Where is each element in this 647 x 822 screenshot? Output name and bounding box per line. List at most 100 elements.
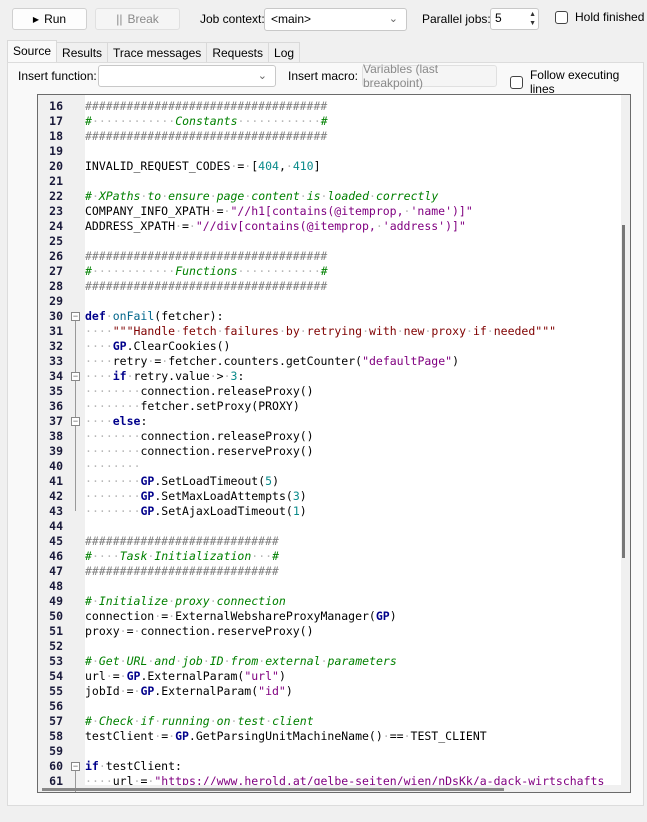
tab-source[interactable]: Source <box>7 40 58 62</box>
code-line[interactable]: connection = ExternalWebshareProxyManage… <box>85 609 397 624</box>
code-line[interactable] <box>85 459 141 474</box>
chevron-down-icon: ⌄ <box>388 13 398 25</box>
code-line[interactable]: ################################### <box>85 99 327 114</box>
code-token: ################################### <box>85 279 328 293</box>
line-number: 34 <box>49 369 63 383</box>
code-token: ADDRESS_XPATH = <box>85 219 196 233</box>
code-line[interactable]: fetcher.setProxy(PROXY) <box>85 399 300 414</box>
code-token: .GetParsingUnitMachineName() == TEST_CLI… <box>189 729 487 743</box>
code-line[interactable]: else: <box>85 414 148 429</box>
run-label: Run <box>44 12 67 26</box>
tab-log[interactable]: Log <box>268 42 301 62</box>
horizontal-scrollbar[interactable] <box>42 788 504 791</box>
break-button[interactable]: ||Break <box>95 8 180 30</box>
line-number: 36 <box>49 399 63 413</box>
fold-collapse-icon[interactable]: − <box>71 371 80 381</box>
fold-guide <box>75 321 76 511</box>
code-line[interactable]: if testClient: <box>85 759 182 774</box>
chevron-down-icon: ⌄ <box>257 70 267 82</box>
variables-macro-button[interactable]: Variables (last breakpoint) <box>362 62 497 90</box>
code-token: # Get URL and job ID from external param… <box>85 654 397 668</box>
code-token: ############################ <box>85 534 279 548</box>
line-number: 51 <box>49 624 63 638</box>
code-line[interactable]: jobId = GP.ExternalParam("id") <box>85 684 293 699</box>
code-token: if <box>85 759 99 773</box>
line-number: 19 <box>49 144 63 158</box>
code-line[interactable]: if retry.value > 3: <box>85 369 245 384</box>
code-token: fetcher.setProxy(PROXY) <box>85 399 300 413</box>
code-line[interactable]: COMPANY_INFO_XPATH = "//h1[contains(@ite… <box>85 204 473 219</box>
line-number: 42 <box>49 489 63 503</box>
code-line[interactable]: connection.releaseProxy() <box>85 429 314 444</box>
code-line[interactable]: connection.reserveProxy() <box>85 444 314 459</box>
code-line[interactable]: url = "https://www.herold.at/gelbe-seite… <box>85 774 605 785</box>
code-line[interactable]: # Constants # <box>85 114 328 129</box>
fold-collapse-icon[interactable]: − <box>71 416 80 426</box>
checkbox-box[interactable] <box>555 10 568 24</box>
code-line[interactable]: url = GP.ExternalParam("url") <box>85 669 286 684</box>
line-number: 54 <box>49 669 63 683</box>
code-line[interactable]: INVALID_REQUEST_CODES = [404, 410] <box>85 159 321 174</box>
line-number: 24 <box>49 219 63 233</box>
code-token: INVALID_REQUEST_CODES = [ <box>85 159 258 173</box>
code-token: 3 <box>230 369 238 383</box>
line-number: 52 <box>49 639 63 653</box>
line-number: 29 <box>49 294 63 308</box>
code-line[interactable]: ############################ <box>85 564 279 579</box>
code-line[interactable]: connection.releaseProxy() <box>85 384 314 399</box>
fold-collapse-icon[interactable]: − <box>71 311 80 321</box>
code-token: 404 <box>258 159 279 173</box>
line-number: 37 <box>49 414 63 428</box>
checkbox-box[interactable] <box>510 75 523 89</box>
code-line[interactable]: # Check if running on test client <box>85 714 314 729</box>
tab-requests[interactable]: Requests <box>206 42 270 62</box>
job-context-label: Job context: <box>200 12 265 26</box>
code-line[interactable]: retry = fetcher.counters.getCounter("def… <box>85 354 459 369</box>
code-token: GP <box>375 609 390 623</box>
code-line[interactable]: # Functions # <box>85 264 328 279</box>
code-line[interactable]: ################################### <box>85 279 327 294</box>
code-line[interactable]: ADDRESS_XPATH = "//div[contains(@itempro… <box>85 219 466 234</box>
code-line[interactable]: ################################### <box>85 129 327 144</box>
follow-executing-lines-checkbox[interactable]: Follow executing lines <box>510 68 647 96</box>
code-line[interactable]: ################################### <box>85 249 327 264</box>
line-number: 49 <box>49 594 63 608</box>
code-line[interactable]: """Handle fetch failures by retrying wit… <box>85 324 556 339</box>
code-token: , <box>279 159 293 173</box>
code-line[interactable]: proxy = connection.reserveProxy() <box>85 624 314 639</box>
code-token: .SetAjaxLoadTimeout( <box>154 504 293 518</box>
code-line[interactable]: # Get URL and job ID from external param… <box>85 654 397 669</box>
spinner-arrows-icon[interactable]: ▲▼ <box>529 11 536 27</box>
tab-results[interactable]: Results <box>56 42 109 62</box>
code-line[interactable]: testClient = GP.GetParsingUnitMachineNam… <box>85 729 487 744</box>
code-line[interactable]: GP.SetAjaxLoadTimeout(1) <box>85 504 307 519</box>
line-number: 56 <box>49 699 63 713</box>
code-line[interactable]: GP.SetLoadTimeout(5) <box>85 474 280 489</box>
parallel-jobs-spinner[interactable]: 5▲▼ <box>490 8 539 30</box>
code-line[interactable]: # Task Initialization # <box>85 549 279 564</box>
code-line[interactable]: ############################ <box>85 534 279 549</box>
tab-trace-messages[interactable]: Trace messages <box>107 42 208 62</box>
code-token: ) <box>272 474 280 488</box>
code-token: retry.value > <box>127 369 231 383</box>
code-token: "defaultPage" <box>362 354 453 368</box>
code-area[interactable]: #################################### Con… <box>85 95 621 785</box>
vertical-scrollbar[interactable] <box>622 225 625 558</box>
code-line[interactable]: # Initialize proxy connection <box>85 594 286 609</box>
code-line[interactable]: def onFail(fetcher): <box>85 309 224 324</box>
job-context-select[interactable]: <main>⌄ <box>264 8 407 31</box>
run-button[interactable]: ▶Run <box>12 8 87 30</box>
code-token: 1 <box>292 504 300 518</box>
code-token: # XPaths to ensure page content is loade… <box>85 189 438 203</box>
insert-function-select[interactable]: ⌄ <box>98 65 276 87</box>
code-line[interactable]: GP.SetMaxLoadAttempts(3) <box>85 489 307 504</box>
hold-finished-checkbox[interactable]: Hold finished <box>555 10 644 24</box>
code-line[interactable]: # XPaths to ensure page content is loade… <box>85 189 438 204</box>
code-line[interactable]: GP.ClearCookies() <box>85 339 231 354</box>
code-token: 3 <box>292 489 300 503</box>
line-number: 53 <box>49 654 63 668</box>
fold-collapse-icon[interactable]: − <box>71 761 80 771</box>
code-token: url = <box>85 774 154 785</box>
